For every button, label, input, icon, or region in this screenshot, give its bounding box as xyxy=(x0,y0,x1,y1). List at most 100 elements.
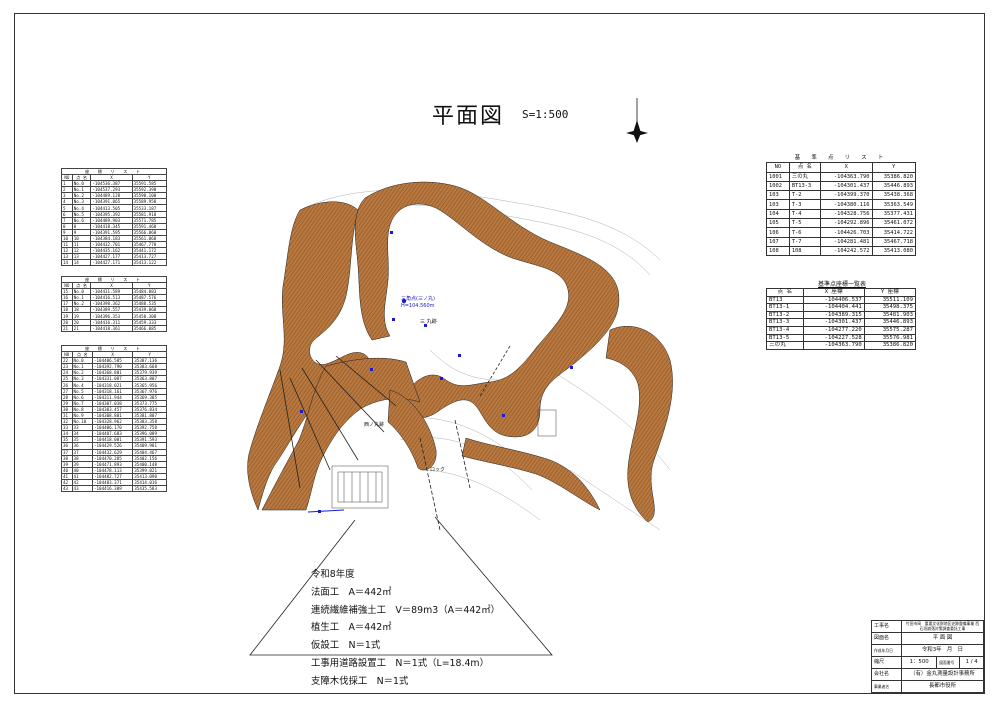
client-name: 長都市役所 xyxy=(901,680,984,693)
slope-upper-ring xyxy=(354,181,620,438)
table-cell: 21 xyxy=(61,324,73,332)
title-key: 図面名 xyxy=(871,632,902,645)
table-cell: -104380.116 xyxy=(819,199,873,210)
table-cell: 108 xyxy=(788,245,821,257)
table-cell: -104277.220 xyxy=(802,325,865,335)
col-header: 点 名 xyxy=(788,162,821,173)
sannomaru-point-label: 三角点(三ノ丸) xyxy=(401,296,435,302)
quantity-line: 工事用道路設置工 N＝1式（L=18.4m） xyxy=(311,657,489,669)
table-cell: 35413.122 xyxy=(131,259,168,267)
table-cell: 107 xyxy=(766,236,790,247)
title-key: 縮尺 xyxy=(871,656,902,669)
table-cell: -104416.389 xyxy=(91,485,134,493)
slope-center-lower xyxy=(387,389,437,471)
table-cell: 104 xyxy=(766,208,790,220)
drawing-title: 平面図 xyxy=(432,104,505,129)
table-cell: BT13-5 xyxy=(766,333,804,343)
table-cell: -104301.437 xyxy=(802,318,865,327)
buildings xyxy=(331,409,557,509)
table-cell: 35575.287 xyxy=(863,325,917,335)
table-cell: 43 xyxy=(61,485,73,493)
san-no-maru-label: 三 丸跡 xyxy=(420,319,437,325)
site-plan xyxy=(247,181,673,531)
reference-table-title: 基 準 点 リ ス ト xyxy=(794,155,888,162)
table-cell: -104363.790 xyxy=(819,171,873,182)
table-cell: BT13-3 xyxy=(788,180,821,192)
table-cell: 35446.893 xyxy=(871,180,917,192)
created-date: 令和3年 月 日 xyxy=(901,644,984,657)
table-cell: 43 xyxy=(71,485,94,493)
sannomaru-elevation-label: H=104.560m xyxy=(401,303,435,309)
col-header: NO xyxy=(766,162,790,173)
slope-right xyxy=(605,326,673,523)
block-label: ロック xyxy=(430,467,446,473)
table-cell: 35511.109 xyxy=(863,295,917,305)
table-cell: 35467.718 xyxy=(871,236,917,247)
table-cell: T-5 xyxy=(788,218,821,229)
table-cell: 35481.903 xyxy=(863,310,917,320)
table-cell: -104404.441 xyxy=(802,303,865,312)
table-cell: 35363.549 xyxy=(871,199,917,210)
col-header: Y xyxy=(871,162,917,173)
quantity-line: 法面工 A＝442㎡ xyxy=(311,586,392,598)
table-cell: 35386.820 xyxy=(863,341,917,350)
table-cell: -104427.171 xyxy=(90,259,133,267)
company-name: （有）金丸測量設計事務所 xyxy=(901,668,984,681)
table-cell: 35576.981 xyxy=(863,333,917,343)
table-cell: 35435.583 xyxy=(132,485,167,493)
title-key: 作成年月日 xyxy=(871,644,902,657)
col-header: Y 座標 xyxy=(863,288,917,297)
table-cell: 21 xyxy=(71,324,92,332)
table-cell: -104406.537 xyxy=(802,295,865,305)
north-arrow-icon xyxy=(626,98,648,143)
table-cell: 1001 xyxy=(766,171,790,182)
table-cell: -104292.896 xyxy=(819,218,873,229)
table-cell: 103 xyxy=(766,199,790,210)
project-name: 竹田市岡 重要文化財地区史跡整備事業 西石垣崩落対策調査委託工事 xyxy=(901,620,984,633)
table-cell: -104281.481 xyxy=(819,236,873,247)
table-cell: T-4 xyxy=(788,208,821,220)
table-cell: BT13-2 xyxy=(766,310,804,320)
table-cell: BT13-3 xyxy=(766,318,804,327)
table-cell: 35438.368 xyxy=(871,190,917,201)
table-cell: -104328.756 xyxy=(819,208,873,220)
table-cell: -104227.528 xyxy=(802,333,865,343)
table-cell: -104399.370 xyxy=(819,190,873,201)
table-cell: T-7 xyxy=(788,236,821,247)
table-cell: 三の丸 xyxy=(788,171,821,182)
col-header: 点 名 xyxy=(766,288,804,297)
quantity-summary: 令和8年度 法面工 A＝442㎡ 連続繊維補強土工 V＝89m3（A＝442㎡）… xyxy=(311,566,500,691)
scale-value: 1：500 xyxy=(900,656,938,669)
table-cell: 35461.072 xyxy=(871,218,917,229)
